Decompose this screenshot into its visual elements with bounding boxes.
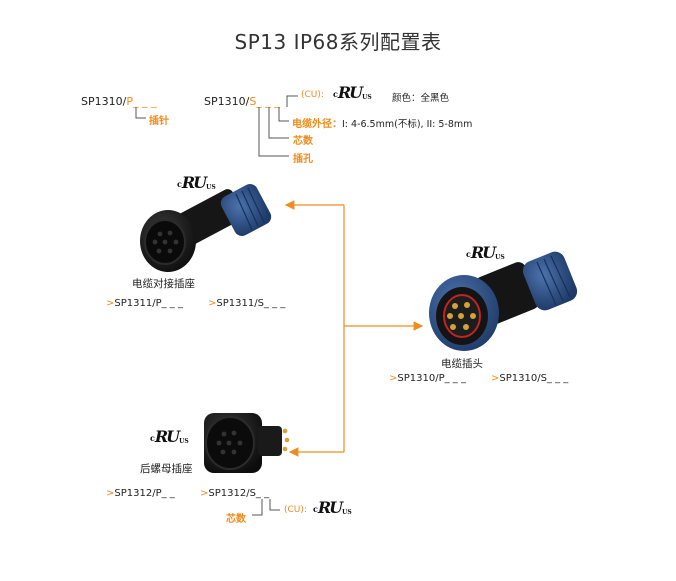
socket-bracket-line xyxy=(258,107,289,157)
cable-plug-image xyxy=(429,251,578,351)
cable-plug-ref-p: >SP1310/P_ _ _ xyxy=(389,373,466,384)
cable-socket-caption: 电缆对接插座 xyxy=(132,278,195,290)
rear-cores-label: 芯数 xyxy=(226,514,246,525)
rear-cu-label: (CU): xyxy=(284,505,307,515)
plug-pin-code-prefix: SP1310/ xyxy=(81,95,127,108)
cable-plug-ref-s: >SP1310/S_ _ _ xyxy=(491,373,569,384)
rear-socket-ul-icon: cRUUS xyxy=(150,427,189,446)
rear-socket-caption: 后螺母插座 xyxy=(140,463,193,475)
cores-label: 芯数 xyxy=(293,136,313,147)
plug-socket-code: SP1310/S_ _ _ xyxy=(204,95,280,108)
socket-label: 插孔 xyxy=(293,154,313,165)
plug-pin-code: SP1310/P_ _ _ xyxy=(81,95,156,108)
rear-socket-ref-p: >SP1312/P_ _ xyxy=(106,488,175,499)
cable-socket-ul-icon: cRUUS xyxy=(177,173,216,192)
diameter-label: 电缆外径： xyxy=(292,119,342,130)
rear-cu-bracket-line xyxy=(269,499,280,511)
cable-plug-caption: 电缆插头 xyxy=(441,358,483,370)
rear-cores-bracket-line xyxy=(252,499,263,516)
diameter-row: 电缆外径：I: 4-6.5mm(不标), II: 5-8mm xyxy=(292,115,472,130)
cable-socket-ref-p: >SP1311/P_ _ _ xyxy=(106,298,183,309)
plug-pin-code-suffix: P_ _ _ xyxy=(126,95,157,108)
cable-socket-image xyxy=(140,184,272,272)
cable-socket-ref-s: >SP1311/S_ _ _ xyxy=(208,298,286,309)
page-title: SP13 IP68系列配置表 xyxy=(234,30,442,54)
diameter-value: I: 4-6.5mm(不标), II: 5-8mm xyxy=(342,119,473,130)
color-label: 颜色：全黑色 xyxy=(392,93,450,104)
cores-bracket-line xyxy=(268,107,289,139)
plug-socket-code-prefix: SP1310/ xyxy=(204,95,250,108)
cable-plug-ul-icon: cRUUS xyxy=(466,243,505,262)
pin-label: 插针 xyxy=(149,116,169,127)
plug-socket-code-suffix: S_ _ _ xyxy=(249,95,280,108)
pin-bracket-line xyxy=(135,107,146,119)
diameter-bracket-line xyxy=(278,107,289,122)
ul-cert-icon: cRUUS xyxy=(333,83,372,102)
rear-socket-ref-s: >SP1312/S_ _ xyxy=(200,488,270,499)
rear-socket-image xyxy=(204,413,290,473)
cu-label: (CU): xyxy=(301,90,324,100)
cu-bracket-line xyxy=(286,95,298,107)
rear-cu-ul-icon: cRUUS xyxy=(313,498,352,517)
